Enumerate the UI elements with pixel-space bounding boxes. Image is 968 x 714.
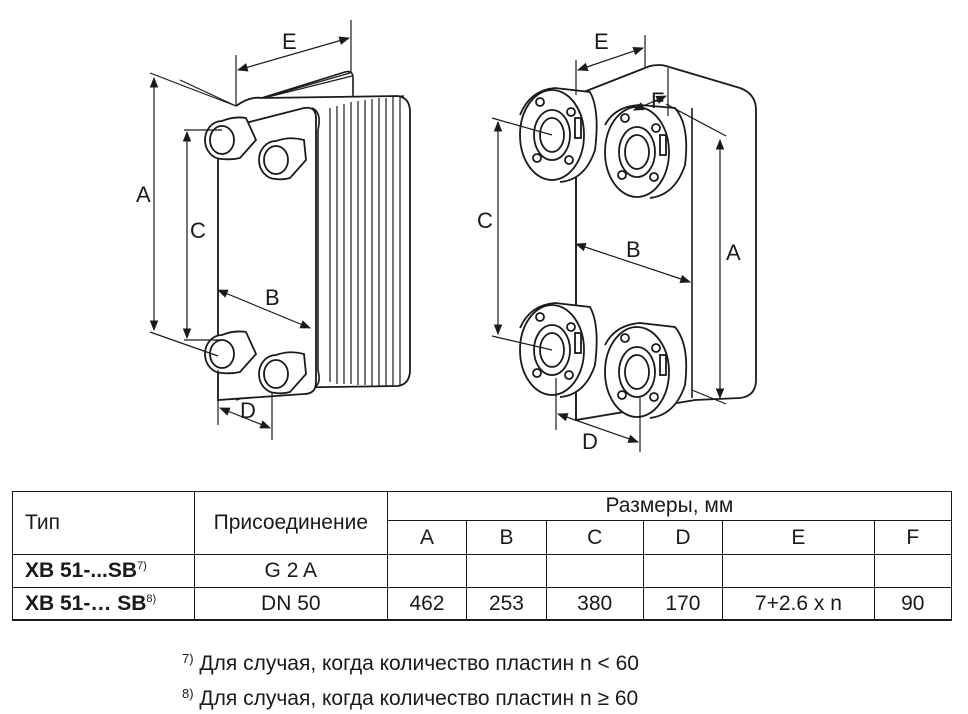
col-f: F <box>873 520 953 555</box>
header-type: Тип <box>12 491 195 555</box>
value-e <box>722 554 875 588</box>
flange-top-right <box>604 104 688 199</box>
model-cell: XB 51-… SB8) <box>12 587 195 621</box>
label-e-right: E <box>594 29 609 54</box>
table-row: XB 51-… SB8) DN 50 462 253 380 170 7+2.6… <box>12 587 953 621</box>
flange-top-left <box>519 87 598 183</box>
left-view-threaded <box>149 20 411 440</box>
dimension-a-left <box>149 20 352 440</box>
connection-cell: G 2 A <box>193 554 388 588</box>
col-b: B <box>466 520 547 555</box>
heat-exchanger-drawing: A C E B D <box>136 20 757 454</box>
right-view-flanged <box>491 35 757 452</box>
label-a-right: A <box>726 240 741 265</box>
model-cell: XB 51-...SB7) <box>12 554 195 588</box>
col-a: A <box>386 520 468 555</box>
dimensions-table: Тип Присоединение Размеры, мм A B C D E … <box>12 491 953 621</box>
footnote: 8) Для случая, когда количество пластин … <box>182 686 639 710</box>
value-c: 380 <box>545 587 644 621</box>
value-c <box>545 554 644 588</box>
label-b-left: B <box>265 285 280 310</box>
col-e: E <box>722 520 875 555</box>
flanges <box>519 87 688 419</box>
table-row: XB 51-...SB7) G 2 A <box>12 554 953 588</box>
col-d: D <box>642 520 724 555</box>
col-c: C <box>545 520 644 555</box>
value-a <box>386 554 468 588</box>
label-c-right: C <box>477 208 493 233</box>
value-d <box>642 554 724 588</box>
value-f: 90 <box>873 587 953 621</box>
value-e: 7+2.6 x n <box>722 587 875 621</box>
label-f-right: F <box>651 88 664 113</box>
header-dimensions: Размеры, мм <box>386 491 953 521</box>
label-d-right: D <box>582 429 598 454</box>
header-connection: Присоединение <box>193 491 388 555</box>
label-c-left: C <box>190 218 206 243</box>
label-e-left: E <box>282 29 297 54</box>
value-b: 253 <box>466 587 547 621</box>
value-f <box>873 554 953 588</box>
flange-bottom-left <box>519 302 598 398</box>
value-d: 170 <box>642 587 724 621</box>
value-b <box>466 554 547 588</box>
label-a-left: A <box>136 182 151 207</box>
threaded-connections <box>204 116 307 395</box>
label-d-left: D <box>240 398 256 423</box>
label-b-right: B <box>626 237 641 262</box>
footnotes: 7) Для случая, когда количество пластин … <box>182 644 639 714</box>
connection-cell: DN 50 <box>193 587 388 621</box>
footnote: 7) Для случая, когда количество пластин … <box>182 651 639 675</box>
value-a: 462 <box>386 587 468 621</box>
flange-bottom-right <box>604 322 688 419</box>
dimensions-right <box>491 35 727 452</box>
